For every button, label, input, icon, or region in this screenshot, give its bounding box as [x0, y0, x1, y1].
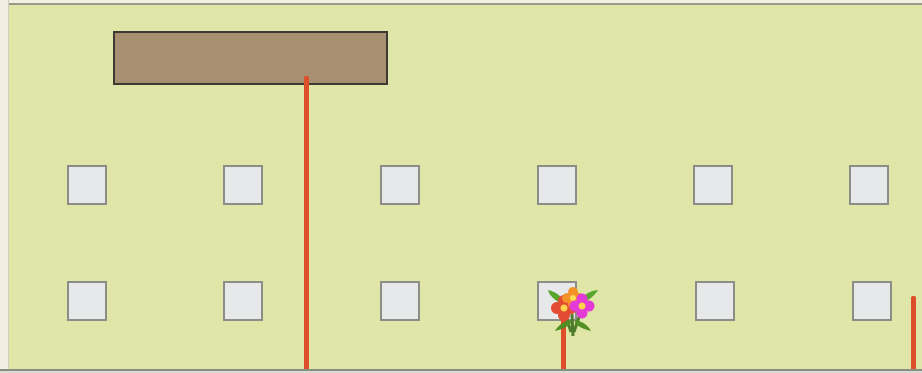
- floor-tile[interactable]: [67, 281, 107, 321]
- floor-tile[interactable]: [380, 281, 420, 321]
- floor-tile[interactable]: [223, 281, 263, 321]
- left-wall: [0, 0, 9, 373]
- floor-tile[interactable]: [223, 165, 263, 205]
- bottom-wall: [0, 369, 922, 373]
- flower-bouquet-icon[interactable]: [540, 280, 604, 340]
- floor-tile[interactable]: [67, 165, 107, 205]
- orange-wire[interactable]: [304, 76, 309, 371]
- floor-tile[interactable]: [849, 165, 889, 205]
- orange-wire[interactable]: [911, 296, 916, 371]
- floor-tile[interactable]: [693, 165, 733, 205]
- floor-tile[interactable]: [380, 165, 420, 205]
- floor-tile[interactable]: [852, 281, 892, 321]
- floor-tile[interactable]: [537, 165, 577, 205]
- brown-table[interactable]: [113, 31, 388, 85]
- floor-tile[interactable]: [695, 281, 735, 321]
